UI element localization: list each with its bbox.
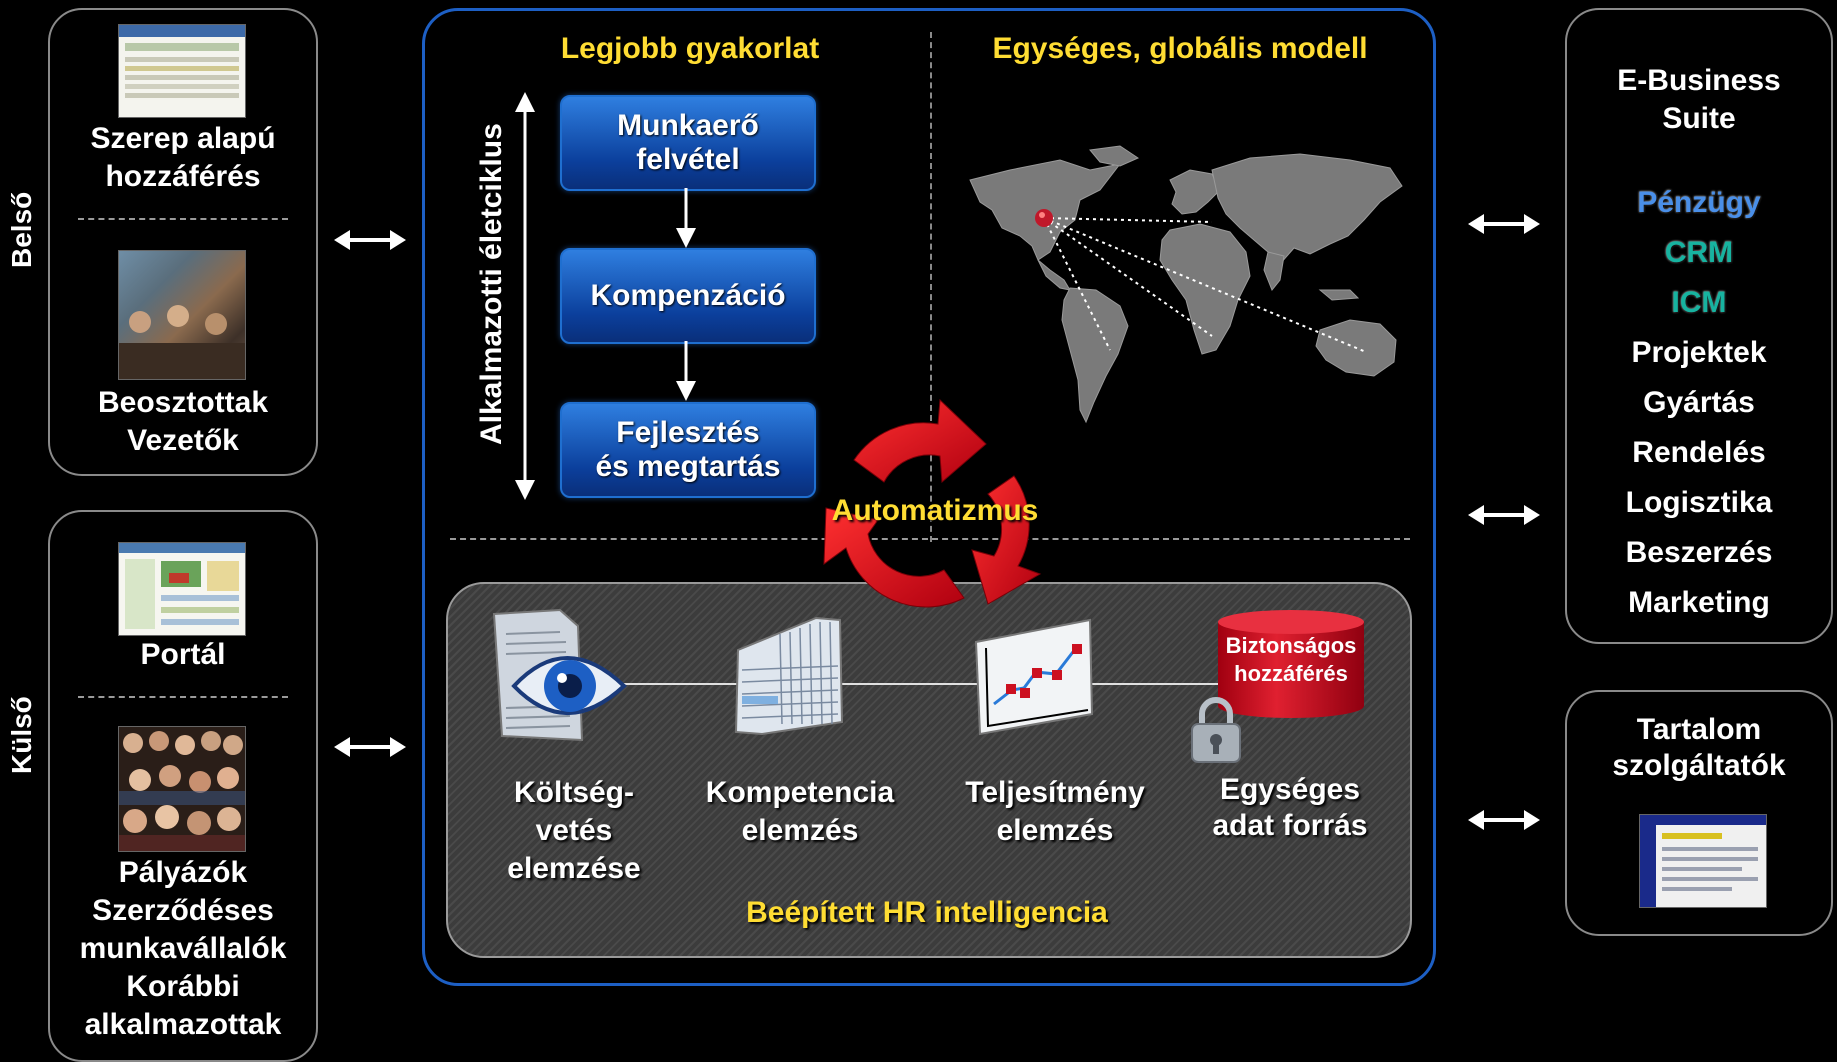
eye-document-icon xyxy=(492,608,627,742)
module-item: Rendelés xyxy=(1632,436,1766,469)
hr-intelligence-panel xyxy=(446,582,1412,958)
crowd-photo xyxy=(118,726,246,852)
module-item: ICM xyxy=(1671,286,1727,319)
spreadsheet-icon xyxy=(734,616,844,736)
external-users-panel: Portál Pályázók Szerződéses munkavállaló… xyxy=(48,510,318,1062)
automation-cycle-icon xyxy=(823,398,1042,608)
module-item: Logisztika xyxy=(1625,486,1773,519)
former-label-2: alkalmazottak xyxy=(84,1008,282,1041)
portal-thumbnail xyxy=(118,542,246,636)
lifecycle-label: Alkalmazotti életciklus xyxy=(475,123,508,445)
divider xyxy=(78,696,288,698)
meeting-photo xyxy=(118,250,246,380)
role-based-access-line1: Szerep alapú xyxy=(90,122,276,155)
performance-chart-icon xyxy=(974,618,1094,736)
double-arrow-icon xyxy=(334,230,406,250)
contract-label-2: munkavállalók xyxy=(79,932,287,965)
unified-data-source-label: Egységes adat forrás xyxy=(1212,773,1368,842)
managers-label: Vezetők xyxy=(127,424,239,457)
content-title-line1: Tartalom xyxy=(1636,713,1762,746)
module-item: Gyártás xyxy=(1643,386,1755,419)
double-arrow-icon xyxy=(1468,214,1540,234)
content-screenshot-thumbnail xyxy=(1639,814,1767,908)
divider xyxy=(78,218,288,220)
hr-system-frame xyxy=(422,8,1436,986)
down-arrow-icon xyxy=(676,188,696,248)
ebs-title-line1: E-Business xyxy=(1617,64,1781,97)
automation-label: Automatizmus xyxy=(831,494,1039,527)
applicants-label: Pályázók xyxy=(118,856,248,889)
padlock-icon xyxy=(1191,697,1241,763)
module-item: CRM xyxy=(1664,236,1734,269)
module-item: Projektek xyxy=(1631,336,1767,369)
secure-access-label: Biztonságos hozzáférés xyxy=(1225,633,1357,686)
budget-analysis-label: Költség- vetés elemzése xyxy=(507,776,641,885)
content-providers-panel: Tartalom szolgáltatók xyxy=(1565,690,1833,936)
best-practice-title: Legjobb gyakorlat xyxy=(560,32,820,65)
ebs-title-line2: Suite xyxy=(1662,102,1736,135)
module-item: Beszerzés xyxy=(1625,536,1773,569)
global-model-title: Egységes, globális modell xyxy=(992,32,1368,65)
competency-analysis-label: Kompetencia elemzés xyxy=(705,776,895,847)
double-arrow-icon xyxy=(1468,505,1540,525)
horizontal-divider xyxy=(450,538,1410,540)
hr-intelligence-title: Beépített HR intelligencia xyxy=(746,896,1108,929)
double-arrow-icon xyxy=(334,737,406,757)
module-item: Marketing xyxy=(1628,586,1770,619)
down-arrow-icon xyxy=(676,341,696,401)
step-compensation: Kompenzáció xyxy=(560,248,816,344)
module-item: Pénzügy xyxy=(1637,186,1761,219)
kulso-label: Külső xyxy=(6,696,37,774)
belso-label: Belső xyxy=(6,191,37,268)
content-title-line2: szolgáltatók xyxy=(1612,749,1786,782)
database-icon xyxy=(1218,610,1364,718)
internal-users-panel: Szerep alapú hozzáférés Beosztottak Veze… xyxy=(48,8,318,476)
double-arrow-icon xyxy=(1468,810,1540,830)
performance-analysis-label: Teljesítmény elemzés xyxy=(965,776,1145,847)
subordinates-label: Beosztottak xyxy=(97,386,269,419)
connector-line xyxy=(560,683,1220,685)
role-based-access-line2: hozzáférés xyxy=(105,160,261,193)
lifecycle-arrow-icon xyxy=(515,92,535,500)
contract-label-1: Szerződéses xyxy=(92,894,274,927)
world-map-icon xyxy=(969,145,1403,424)
screenshot-thumbnail xyxy=(118,24,246,118)
former-label-1: Korábbi xyxy=(126,970,240,1003)
vertical-divider xyxy=(930,32,932,542)
portal-label: Portál xyxy=(140,638,226,671)
